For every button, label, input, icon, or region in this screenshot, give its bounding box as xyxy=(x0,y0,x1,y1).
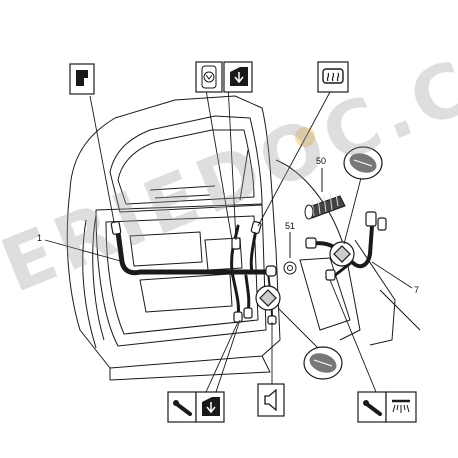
door-body xyxy=(66,95,421,381)
leader-lines xyxy=(44,83,413,393)
courtesy-light-icon xyxy=(385,391,417,423)
detail-circles xyxy=(255,241,355,311)
speaker-icon xyxy=(257,383,285,417)
grommet-50 xyxy=(304,168,346,220)
connector-detail-icon-2 xyxy=(303,346,343,380)
mirror-control-icon xyxy=(195,61,223,93)
wire-connector-icon xyxy=(167,391,197,423)
callout-7: 7 xyxy=(414,285,420,295)
wire-connector-icon-2 xyxy=(357,391,387,423)
rear-defrost-icon xyxy=(317,61,349,93)
callout-50: 50 xyxy=(316,156,327,166)
connector-detail-icon xyxy=(343,146,383,180)
highlight-dot xyxy=(295,127,315,147)
door-lock-switch-icon xyxy=(69,63,95,95)
window-switch-icon-bottom xyxy=(195,391,225,423)
callout-1: 1 xyxy=(37,233,43,243)
window-switch-icon xyxy=(223,61,253,93)
callout-51: 51 xyxy=(285,221,296,231)
clip-51 xyxy=(283,232,297,275)
connectors xyxy=(110,211,387,325)
